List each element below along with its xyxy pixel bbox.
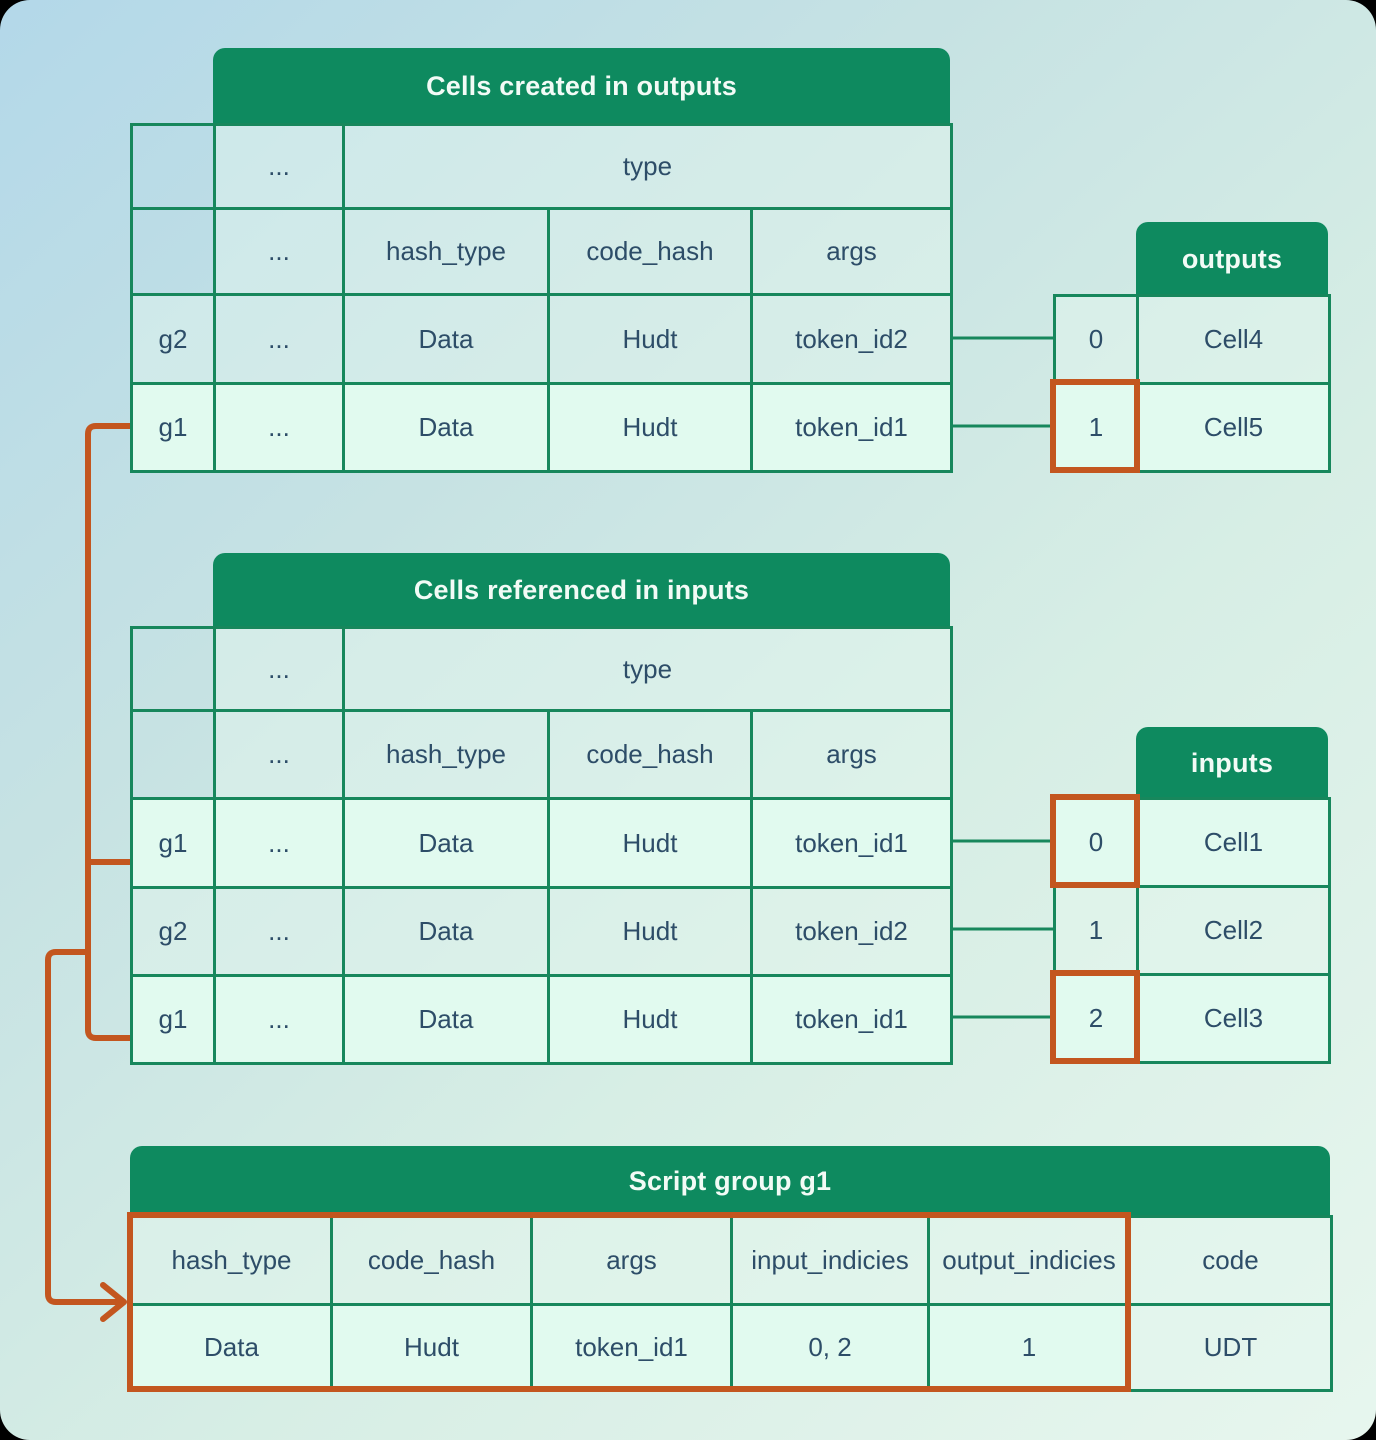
input-cell: Cell1: [1136, 797, 1331, 888]
middle-sub1-type: type: [342, 626, 953, 712]
top-row-g2: g2 ... Data Hudt token_id2: [130, 293, 953, 385]
script-group-title: Script group g1: [130, 1146, 1330, 1217]
cell-args: token_id1: [750, 797, 953, 889]
output-cell: Cell5: [1136, 382, 1331, 473]
orange-arrowhead-icon: [100, 1282, 127, 1322]
middle-row-g1-b: g1 ... Data Hudt token_id1: [130, 974, 953, 1065]
top-sub2-hash-type: hash_type: [342, 207, 550, 296]
inputs-row-2: 2 Cell3: [1053, 973, 1331, 1064]
top-table: ... type ... hash_type code_hash args g2…: [130, 123, 953, 473]
script-header-hash-type: hash_type: [130, 1215, 333, 1306]
group-label: g1: [130, 974, 216, 1065]
cell-hash-type: Data: [342, 293, 550, 385]
orange-connector-main: [85, 423, 134, 1041]
input-index: 2: [1053, 973, 1139, 1064]
script-header-output-indicies: output_indicies: [927, 1215, 1131, 1306]
script-data-row: Data Hudt token_id1 0, 2 1 UDT: [130, 1303, 1333, 1392]
script-header-code: code: [1128, 1215, 1333, 1306]
cell-hash-type: Data: [342, 886, 550, 977]
middle-sub2-hash-type: hash_type: [342, 709, 550, 800]
cell-args: token_id2: [750, 293, 953, 385]
cell-hash-type: Data: [342, 382, 550, 473]
input-cell: Cell3: [1136, 973, 1331, 1064]
input-cell: Cell2: [1136, 885, 1331, 976]
top-row-g1: g1 ... Data Hudt token_id1: [130, 382, 953, 473]
middle-table-title: Cells referenced in inputs: [213, 553, 950, 628]
cell-args: token_id1: [750, 382, 953, 473]
spacer: [130, 626, 216, 712]
middle-sub1-dots: ...: [213, 626, 345, 712]
script-input-indicies-value: 0, 2: [730, 1303, 930, 1392]
script-header-code-hash: code_hash: [330, 1215, 533, 1306]
cell-dots: ...: [213, 974, 345, 1065]
script-code-hash-value: Hudt: [330, 1303, 533, 1392]
spacer: [130, 123, 216, 210]
middle-row-g1-a: g1 ... Data Hudt token_id1: [130, 797, 953, 889]
cell-code-hash: Hudt: [547, 974, 753, 1065]
middle-sub2-code-hash: code_hash: [547, 709, 753, 800]
inputs-panel: 0 Cell1 1 Cell2 2 Cell3: [1053, 797, 1331, 1064]
group-label: g2: [130, 293, 216, 385]
outputs-panel-title: outputs: [1136, 222, 1328, 296]
output-cell: Cell4: [1136, 294, 1331, 385]
top-sub1-dots: ...: [213, 123, 345, 210]
input-index: 1: [1053, 885, 1139, 976]
cell-dots: ...: [213, 797, 345, 889]
inputs-row-0: 0 Cell1: [1053, 797, 1331, 888]
spacer: [130, 709, 216, 800]
script-header-input-indicies: input_indicies: [730, 1215, 930, 1306]
group-label: g1: [130, 797, 216, 889]
top-sub2-dots: ...: [213, 207, 345, 296]
middle-row-g2: g2 ... Data Hudt token_id2: [130, 886, 953, 977]
inputs-panel-title: inputs: [1136, 727, 1328, 799]
orange-connector-branch: [45, 949, 121, 1305]
top-sub1-type: type: [342, 123, 953, 210]
outputs-row-0: 0 Cell4: [1053, 294, 1331, 385]
output-index: 0: [1053, 294, 1139, 385]
input-index: 0: [1053, 797, 1139, 888]
group-label: g2: [130, 886, 216, 977]
top-sub2-args: args: [750, 207, 953, 296]
cell-code-hash: Hudt: [547, 797, 753, 889]
script-group-table: hash_type code_hash args input_indicies …: [130, 1215, 1333, 1392]
cell-dots: ...: [213, 382, 345, 473]
output-index: 1: [1053, 382, 1139, 473]
cell-code-hash: Hudt: [547, 886, 753, 977]
script-output-indicies-value: 1: [927, 1303, 1131, 1392]
cell-code-hash: Hudt: [547, 382, 753, 473]
middle-sub2-dots: ...: [213, 709, 345, 800]
top-table-title: Cells created in outputs: [213, 48, 950, 125]
middle-table: ... type ... hash_type code_hash args g1…: [130, 626, 953, 1065]
cell-hash-type: Data: [342, 797, 550, 889]
outputs-row-1: 1 Cell5: [1053, 382, 1331, 473]
outputs-panel: 0 Cell4 1 Cell5: [1053, 294, 1331, 473]
cell-dots: ...: [213, 293, 345, 385]
top-sub2-code-hash: code_hash: [547, 207, 753, 296]
script-header-args: args: [530, 1215, 733, 1306]
cell-args: token_id2: [750, 886, 953, 977]
cell-dots: ...: [213, 886, 345, 977]
spacer: [130, 207, 216, 296]
cell-hash-type: Data: [342, 974, 550, 1065]
script-hash-type-value: Data: [130, 1303, 333, 1392]
inputs-row-1: 1 Cell2: [1053, 885, 1331, 976]
cell-code-hash: Hudt: [547, 293, 753, 385]
group-label: g1: [130, 382, 216, 473]
cell-args: token_id1: [750, 974, 953, 1065]
script-args-value: token_id1: [530, 1303, 733, 1392]
middle-sub2-args: args: [750, 709, 953, 800]
script-code-value: UDT: [1128, 1303, 1333, 1392]
